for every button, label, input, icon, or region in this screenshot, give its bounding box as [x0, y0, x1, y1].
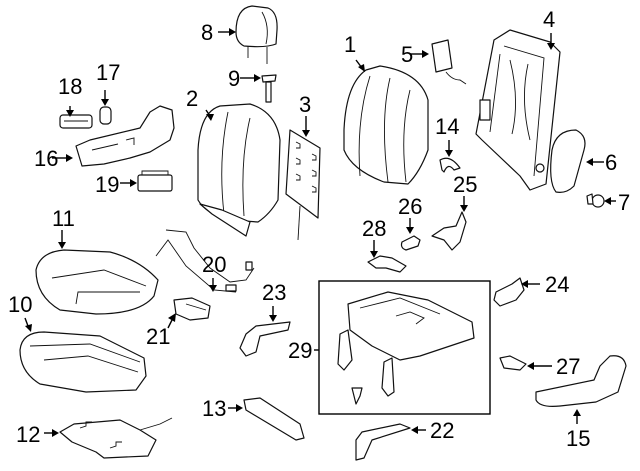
callout-labels: 1 2 3 4 5 6 7 8 9 10 11 12 13 14 15 16 1… [8, 7, 630, 451]
callout-8[interactable]: 8 [201, 20, 213, 45]
callout-14[interactable]: 14 [435, 114, 459, 139]
part-headrest[interactable] [235, 5, 278, 64]
callout-11[interactable]: 11 [52, 206, 75, 231]
part-power-switch[interactable] [137, 170, 173, 192]
part-seatback-cover[interactable] [343, 65, 429, 185]
callout-2[interactable]: 2 [186, 86, 198, 111]
part-slide-knob[interactable] [59, 114, 93, 129]
part-seatback-pad[interactable] [197, 103, 281, 237]
callout-18[interactable]: 18 [58, 74, 82, 99]
part-bracket-upper[interactable] [493, 277, 525, 307]
part-cushion-heater[interactable] [59, 417, 173, 459]
callout-3[interactable]: 3 [299, 92, 311, 117]
callout-17[interactable]: 17 [96, 60, 120, 85]
callout-6[interactable]: 6 [605, 150, 617, 175]
part-cushion-cover[interactable] [35, 249, 159, 315]
callout-15[interactable]: 15 [566, 426, 590, 451]
part-recline-knob[interactable] [99, 106, 112, 125]
callout-16[interactable]: 16 [34, 146, 58, 171]
callout-28[interactable]: 28 [362, 216, 386, 241]
callout-22[interactable]: 22 [430, 418, 454, 443]
callout-24[interactable]: 24 [545, 272, 569, 297]
part-bushing[interactable] [439, 157, 461, 173]
part-29-frame-box [318, 280, 491, 415]
callout-1[interactable]: 1 [344, 32, 356, 57]
part-seat-shield[interactable] [75, 105, 175, 167]
callout-27[interactable]: 27 [556, 354, 580, 379]
callout-5[interactable]: 5 [401, 42, 413, 67]
callout-19[interactable]: 19 [95, 172, 119, 197]
part-headrest-guide[interactable] [261, 74, 277, 103]
part-side-airbag[interactable] [431, 39, 467, 85]
callout-9[interactable]: 9 [228, 66, 240, 91]
part-side-trim-cover[interactable] [535, 355, 627, 407]
part-seat-track-adjuster[interactable] [337, 291, 475, 405]
part-side-shield-panel[interactable] [550, 129, 586, 193]
part-cushion-pad[interactable] [19, 331, 147, 393]
part-seatback-heater[interactable] [285, 129, 321, 241]
part-hinge-cover[interactable] [431, 211, 467, 251]
callout-4[interactable]: 4 [543, 7, 555, 32]
leader-lines [24, 28, 616, 437]
part-wire-harness[interactable] [155, 229, 255, 293]
part-control-module[interactable] [173, 297, 211, 321]
part-bracket-lower[interactable] [499, 355, 527, 371]
part-seatback-frame[interactable] [475, 29, 561, 191]
callout-21[interactable]: 21 [146, 324, 170, 349]
part-knob[interactable] [586, 193, 605, 208]
part-inner-leg-cover[interactable] [239, 321, 291, 357]
callout-12[interactable]: 12 [16, 422, 40, 447]
callout-10[interactable]: 10 [8, 292, 32, 317]
callout-20[interactable]: 20 [202, 252, 226, 277]
part-cap[interactable] [400, 235, 421, 251]
callout-25[interactable]: 25 [453, 172, 477, 197]
part-rear-leg-cover[interactable] [355, 423, 411, 461]
part-clip-bracket[interactable] [367, 255, 407, 273]
callout-26[interactable]: 26 [398, 194, 422, 219]
callout-23[interactable]: 23 [262, 280, 286, 305]
callout-7[interactable]: 7 [618, 190, 630, 215]
callout-13[interactable]: 13 [202, 396, 226, 421]
part-rail-cover[interactable] [243, 397, 305, 441]
callout-29[interactable]: 29 [288, 338, 312, 363]
